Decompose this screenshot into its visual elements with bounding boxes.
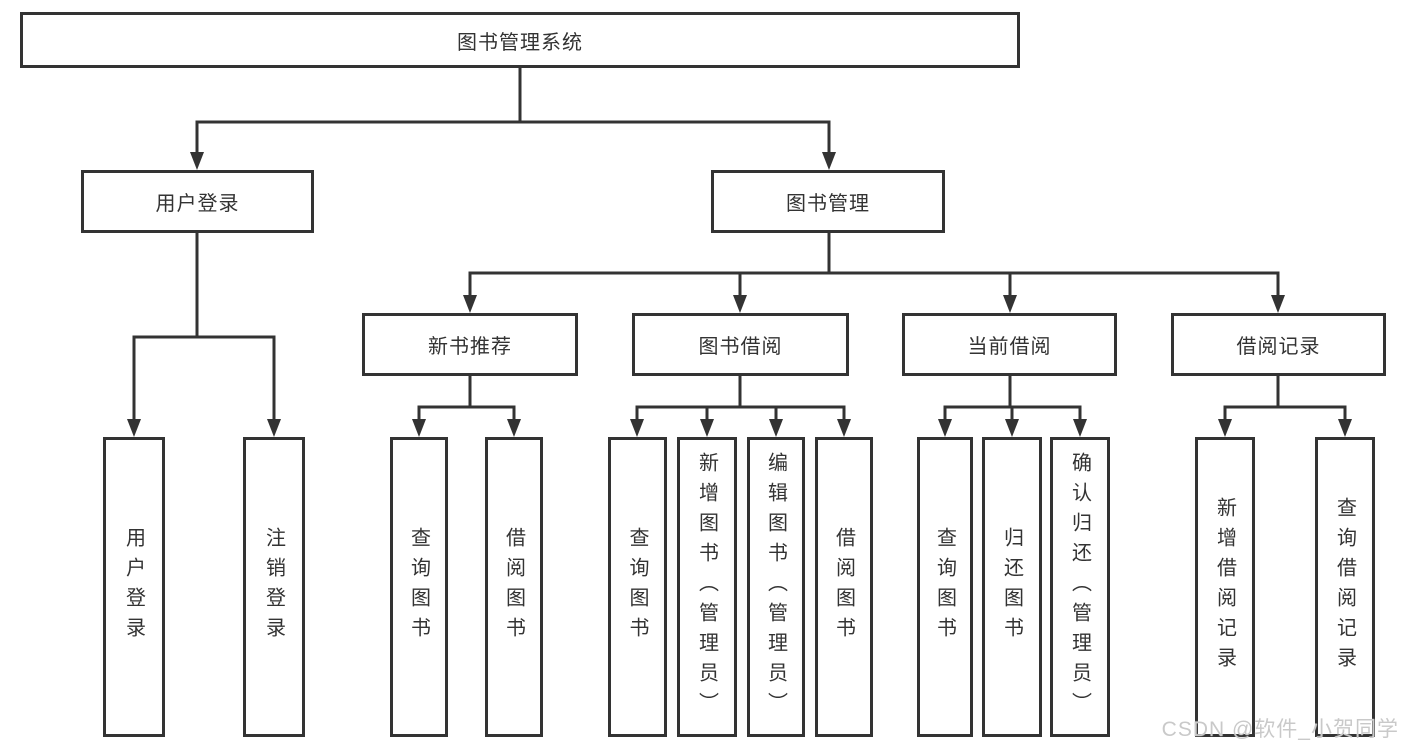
leaf-current-confirm-return-admin: 确认归还（管理员）: [1050, 437, 1110, 737]
leaf-borrow-borrow-books-label: 借阅图书: [832, 527, 855, 647]
node-borrow-records: 借阅记录: [1171, 313, 1386, 376]
leaf-recommend-borrow-books: 借阅图书: [485, 437, 543, 737]
leaf-borrow-add-books-admin: 新增图书（管理员）: [677, 437, 737, 737]
leaf-recommend-query-books: 查询图书: [390, 437, 448, 737]
node-current-borrow: 当前借阅: [902, 313, 1117, 376]
leaf-borrow-add-books-admin-label: 新增图书（管理员）: [695, 452, 718, 722]
leaf-current-return-books: 归还图书: [982, 437, 1042, 737]
leaf-logout: 注销登录: [243, 437, 305, 737]
leaf-current-query-books: 查询图书: [917, 437, 973, 737]
leaf-recommend-query-books-label: 查询图书: [407, 527, 430, 647]
csdn-watermark: CSDN @软件_小贺同学: [1161, 718, 1399, 741]
node-book-borrow-label: 图书借阅: [698, 336, 783, 358]
leaf-recommend-borrow-books-label: 借阅图书: [502, 527, 525, 647]
leaf-current-query-books-label: 查询图书: [933, 527, 956, 647]
node-root-system: 图书管理系统: [20, 12, 1020, 68]
leaf-records-query-record-label: 查询借阅记录: [1333, 497, 1356, 677]
node-user-login: 用户登录: [81, 170, 314, 233]
node-root-label: 图书管理系统: [457, 31, 583, 54]
leaf-borrow-edit-books-admin-label: 编辑图书（管理员）: [764, 452, 787, 722]
node-new-book-recommend: 新书推荐: [362, 313, 578, 376]
leaf-records-add-record: 新增借阅记录: [1195, 437, 1255, 737]
node-new-book-recommend-label: 新书推荐: [428, 336, 512, 358]
leaf-borrow-edit-books-admin: 编辑图书（管理员）: [747, 437, 805, 737]
node-user-login-label: 用户登录: [155, 193, 240, 215]
leaf-current-return-books-label: 归还图书: [1000, 527, 1023, 647]
node-book-management-label: 图书管理: [786, 193, 870, 215]
node-book-management: 图书管理: [711, 170, 945, 233]
leaf-borrow-query-books: 查询图书: [608, 437, 667, 737]
leaf-records-query-record: 查询借阅记录: [1315, 437, 1375, 737]
leaf-borrow-borrow-books: 借阅图书: [815, 437, 873, 737]
leaf-current-confirm-return-admin-label: 确认归还（管理员）: [1068, 452, 1091, 722]
leaf-user-login-label: 用户登录: [122, 527, 145, 647]
leaf-records-add-record-label: 新增借阅记录: [1213, 497, 1236, 677]
leaf-user-login: 用户登录: [103, 437, 165, 737]
leaf-logout-label: 注销登录: [262, 527, 285, 647]
node-borrow-records-label: 借阅记录: [1236, 336, 1321, 358]
node-book-borrow: 图书借阅: [632, 313, 849, 376]
leaf-borrow-query-books-label: 查询图书: [626, 527, 648, 647]
node-current-borrow-label: 当前借阅: [967, 336, 1052, 358]
